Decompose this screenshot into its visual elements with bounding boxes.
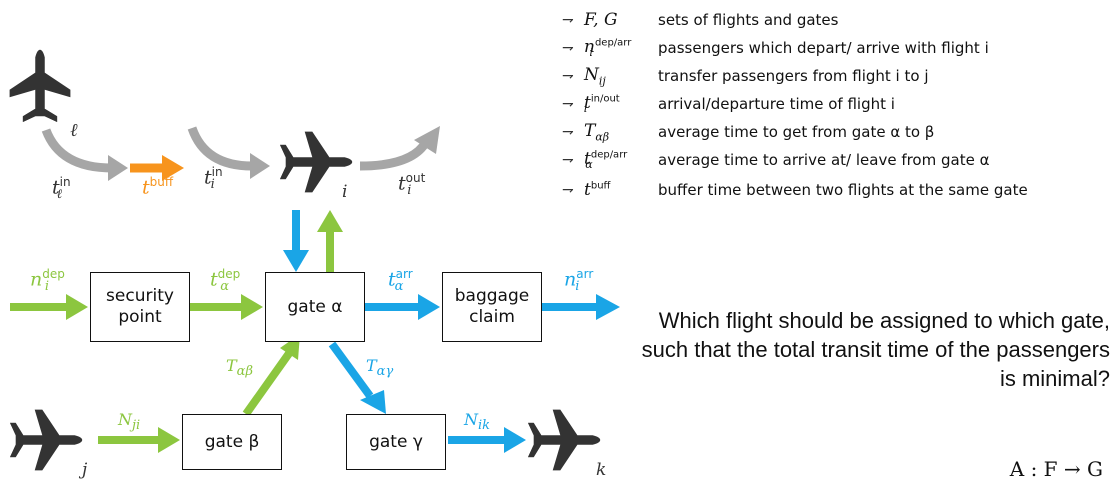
arrowhead-n-arr	[596, 294, 620, 320]
legend-symbol-sup: dep/arr	[590, 149, 628, 161]
legend-bullet-icon: ⇁	[562, 124, 574, 140]
flight-label-k: k	[596, 460, 607, 480]
arrowhead-T-alpha-gamma	[360, 390, 386, 414]
gate-alpha-label: gate α	[287, 296, 343, 317]
legend-row: ⇁ F, G sets of flights and gates	[562, 8, 1102, 32]
legend-symbol-base: T	[584, 120, 596, 141]
label-T-alpha-gamma: Tαγ	[366, 356, 394, 380]
legend-symbol: F, G	[584, 10, 658, 30]
legend-symbol: tin/outi	[584, 93, 658, 115]
label-N-ik: Nik	[464, 410, 491, 434]
arrowhead-t-buff	[162, 155, 184, 181]
legend-symbol-sup: dep/arr	[594, 37, 632, 49]
legend-bullet-icon: ⇁	[562, 152, 574, 168]
flight-label-l: ℓ	[70, 120, 78, 141]
arrowhead-plane-to-gate	[283, 250, 309, 272]
legend-description: transfer passengers from flight i to j	[658, 67, 929, 85]
legend-symbol: Nij	[584, 65, 658, 87]
question-text: Which flight should be assigned to which…	[641, 308, 1110, 391]
security-point-label: security point	[106, 286, 174, 327]
legend-symbol-base: F, G	[584, 10, 618, 30]
legend-symbol-sub: i	[583, 102, 588, 116]
legend-symbol: Tαβ	[584, 121, 658, 143]
label-t-i-out: touti	[398, 171, 426, 199]
flight-label-i: i	[342, 182, 348, 202]
arrowhead-N-ik	[504, 427, 526, 453]
baggage-claim-box: baggage claim	[442, 272, 542, 342]
legend-symbol: ndep/arri	[584, 37, 658, 59]
gate-gamma-label: gate γ	[369, 431, 423, 452]
legend-description: arrival/departure time of flight i	[658, 95, 895, 113]
legend-bullet-icon: ⇁	[562, 182, 574, 198]
arrowhead-n-dep	[66, 294, 88, 320]
arrowhead-t-alpha-dep	[241, 294, 263, 320]
legend-description: passengers which depart/ arrive with fli…	[658, 39, 989, 57]
legend-description: average time to get from gate α to β	[658, 123, 935, 141]
arrowhead-t-alpha-arr	[418, 294, 440, 320]
label-N-ji: Nji	[118, 410, 141, 434]
plane-icon-k	[528, 409, 601, 471]
arrow-t-l-in	[41, 128, 113, 173]
legend-symbol: tbuff	[584, 180, 658, 200]
label-n-dep: ndepi	[30, 267, 65, 295]
gate-alpha-box: gate α	[265, 272, 365, 342]
legend-bullet-icon: ⇁	[562, 40, 574, 56]
legend-symbol-base: n	[584, 36, 595, 57]
legend-description: buffer time between two flights at the s…	[658, 181, 1028, 199]
legend-symbol-sub: i	[589, 46, 593, 60]
legend-symbol-sup: buff	[590, 180, 611, 192]
legend-symbol-base: t	[584, 180, 591, 200]
arrow-t-i-in	[187, 126, 253, 171]
legend-bullet-icon: ⇁	[562, 96, 574, 112]
label-t-alpha-dep: tdepα	[210, 267, 241, 295]
legend-bullet-icon: ⇁	[562, 12, 574, 28]
legend-symbol-base: N	[584, 64, 599, 85]
gate-beta-label: gate β	[204, 431, 260, 452]
legend-symbol-sub: ij	[598, 74, 606, 88]
arrowhead-t-i-out	[414, 126, 440, 154]
arrow-T-alpha-beta	[242, 349, 294, 417]
plane-icon-l	[9, 49, 71, 122]
legend-description: sets of flights and gates	[658, 11, 839, 29]
flight-label-j: j	[82, 460, 88, 480]
label-t-alpha-arr: tarrα	[388, 267, 413, 295]
legend-symbol-base: t	[584, 148, 591, 169]
label-t-l-in: tinℓ	[52, 175, 71, 203]
arrowhead-t-l-in	[108, 155, 128, 181]
baggage-claim-label: baggage claim	[454, 286, 530, 327]
gate-gamma-box: gate γ	[346, 414, 446, 470]
plane-icon-j	[9, 409, 83, 471]
arrowhead-gate-to-plane	[317, 210, 343, 232]
legend-symbol-base: t	[584, 92, 591, 113]
legend-bullet-icon: ⇁	[562, 68, 574, 84]
arrow-t-i-out	[359, 139, 430, 171]
legend-symbol-sub: α	[585, 158, 593, 172]
legend-symbol-sup: in/out	[590, 93, 620, 105]
legend-symbol: tdep/arrα	[584, 149, 658, 171]
formula: A : F → G	[1009, 457, 1103, 481]
legend-description: average time to arrive at/ leave from ga…	[658, 151, 990, 169]
label-T-alpha-beta: Tαβ	[226, 356, 253, 380]
legend-symbol-sub: αβ	[595, 130, 610, 144]
label-n-arr: narri	[564, 267, 594, 295]
gate-beta-box: gate β	[182, 414, 282, 470]
arrowhead-t-i-in	[250, 153, 270, 179]
label-t-i-in: tini	[204, 165, 223, 193]
security-point-box: security point	[90, 272, 190, 342]
arrowhead-N-ji	[158, 427, 180, 453]
arrow-T-alpha-gamma	[328, 341, 374, 399]
label-t-buff: tbuff	[142, 175, 174, 199]
